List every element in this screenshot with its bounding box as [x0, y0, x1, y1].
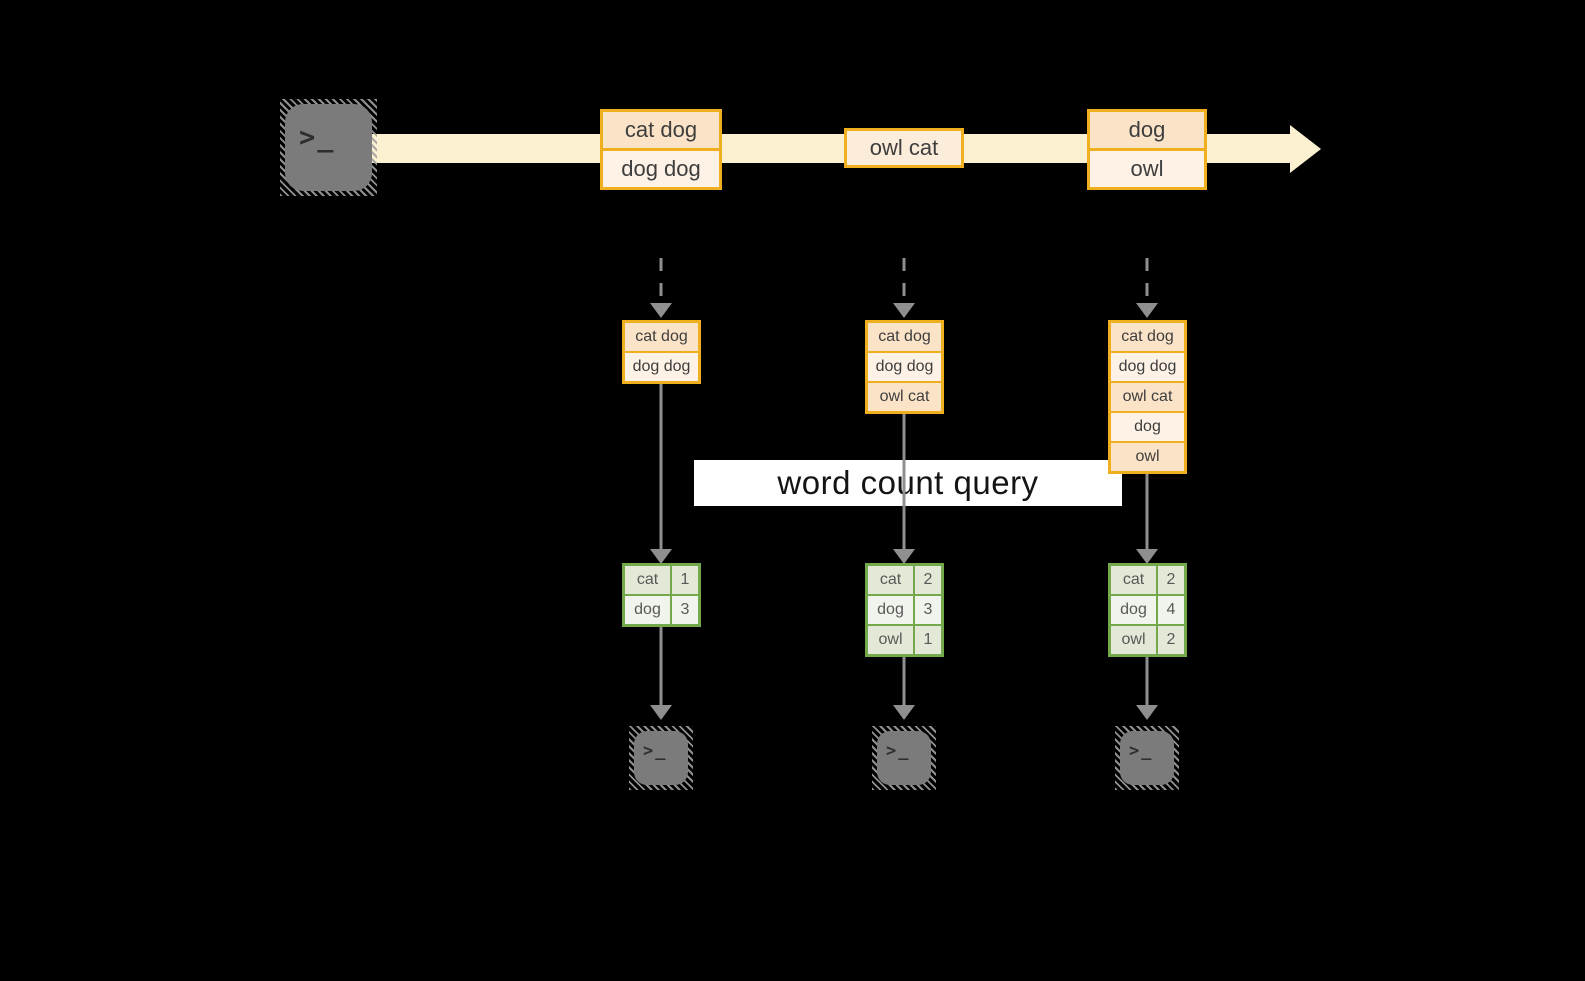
terminal-prompt-glyph: >_ [643, 741, 668, 761]
count-cell: 2 [1156, 626, 1184, 654]
dashed-arrow-line [902, 258, 906, 304]
table-row: dog 4 [1111, 594, 1184, 624]
table-row: dog 3 [625, 594, 698, 624]
terminal-prompt-glyph: >_ [1129, 741, 1154, 761]
sink-terminal-icon: >_ [872, 726, 936, 790]
word-cell: cat [625, 566, 670, 594]
stream-event: dog dog [603, 148, 719, 187]
word-cell: owl [868, 626, 913, 654]
table-row: cat 2 [1111, 566, 1184, 594]
terminal-screen: >_ [634, 731, 688, 785]
dashed-arrow-head [893, 303, 915, 318]
terminal-prompt-glyph: >_ [299, 122, 336, 153]
buffer-row: owl [1111, 441, 1184, 471]
word-cell: dog [868, 596, 913, 624]
terminal-screen: >_ [285, 104, 372, 191]
connector-arrow-head [650, 705, 672, 720]
buffer-row: dog dog [625, 351, 698, 381]
stream-event-pair-2: dog owl [1087, 109, 1207, 190]
count-cell: 4 [1156, 596, 1184, 624]
buffer-row: dog dog [1111, 351, 1184, 381]
stream-event: cat dog [603, 112, 719, 148]
terminal-screen: >_ [877, 731, 931, 785]
connector-arrow-head [1136, 705, 1158, 720]
dashed-arrow-line [659, 258, 663, 304]
word-cell: dog [625, 596, 670, 624]
stream-event-single: owl cat [844, 128, 964, 168]
connector-line [902, 414, 906, 549]
buffer-stack-3: cat dog dog dog owl cat dog owl [1108, 320, 1187, 474]
buffer-stack-1: cat dog dog dog [622, 320, 701, 384]
count-table-2: cat 2 dog 3 owl 1 [865, 563, 944, 657]
count-cell: 2 [913, 566, 941, 594]
buffer-row: owl cat [1111, 381, 1184, 411]
table-row: owl 2 [1111, 624, 1184, 654]
dashed-arrow-line [1145, 258, 1149, 304]
count-cell: 3 [670, 596, 698, 624]
stream-event: owl [1090, 148, 1204, 187]
connector-line [1145, 474, 1149, 549]
buffer-row: owl cat [868, 381, 941, 411]
stream-event: dog [1090, 112, 1204, 148]
count-cell: 1 [913, 626, 941, 654]
dashed-arrow-head [650, 303, 672, 318]
connector-arrow-head [650, 549, 672, 564]
connector-arrow-head [893, 705, 915, 720]
terminal-prompt-glyph: >_ [886, 741, 911, 761]
word-cell: cat [1111, 566, 1156, 594]
dashed-arrow-head [1136, 303, 1158, 318]
buffer-row: cat dog [868, 323, 941, 351]
buffer-row: dog [1111, 411, 1184, 441]
connector-arrow-head [1136, 549, 1158, 564]
table-row: cat 2 [868, 566, 941, 594]
stream-arrow-head [1290, 125, 1321, 173]
connector-line [902, 657, 906, 705]
sink-terminal-icon: >_ [629, 726, 693, 790]
query-label: word count query [694, 460, 1122, 506]
connector-line [659, 384, 663, 549]
connector-line [1145, 657, 1149, 705]
connector-arrow-head [893, 549, 915, 564]
buffer-stack-2: cat dog dog dog owl cat [865, 320, 944, 414]
word-cell: dog [1111, 596, 1156, 624]
source-terminal-icon: >_ [280, 99, 377, 196]
terminal-screen: >_ [1120, 731, 1174, 785]
table-row: owl 1 [868, 624, 941, 654]
count-cell: 1 [670, 566, 698, 594]
count-cell: 3 [913, 596, 941, 624]
connector-line [659, 627, 663, 705]
stream-event: owl cat [847, 131, 961, 165]
count-table-1: cat 1 dog 3 [622, 563, 701, 627]
word-cell: owl [1111, 626, 1156, 654]
buffer-row: cat dog [1111, 323, 1184, 351]
count-table-3: cat 2 dog 4 owl 2 [1108, 563, 1187, 657]
word-cell: cat [868, 566, 913, 594]
table-row: dog 3 [868, 594, 941, 624]
count-cell: 2 [1156, 566, 1184, 594]
buffer-row: dog dog [868, 351, 941, 381]
stream-event-pair-1: cat dog dog dog [600, 109, 722, 190]
table-row: cat 1 [625, 566, 698, 594]
buffer-row: cat dog [625, 323, 698, 351]
sink-terminal-icon: >_ [1115, 726, 1179, 790]
